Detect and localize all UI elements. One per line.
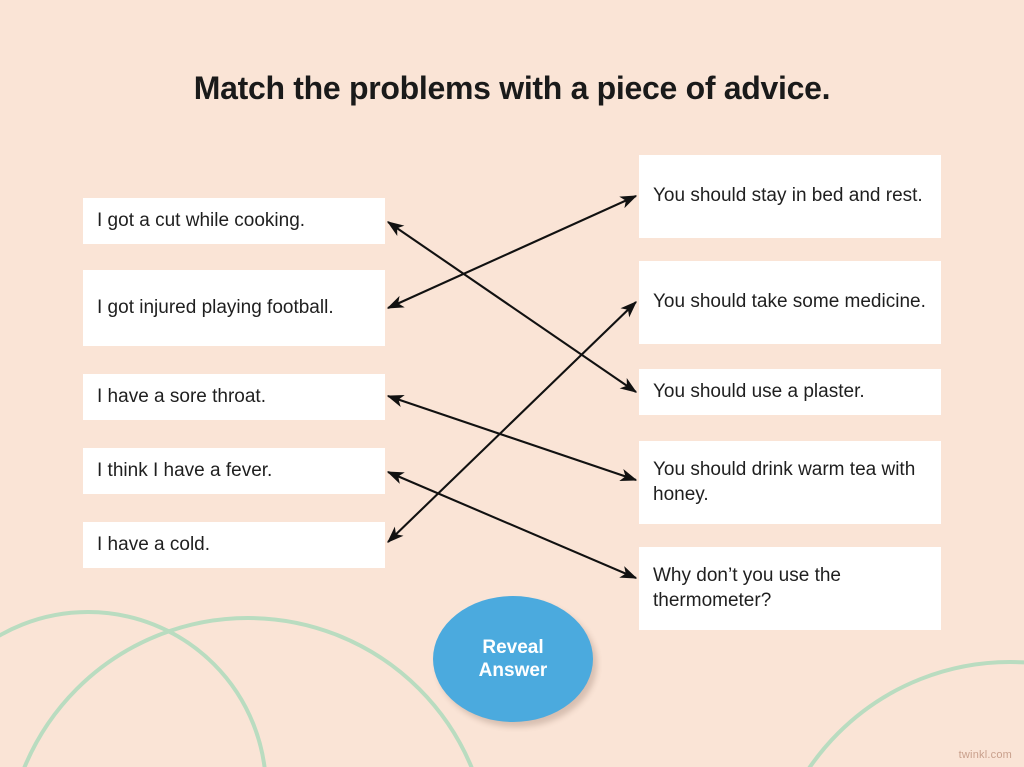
advice-card-3[interactable]: You should use a plaster.: [639, 369, 941, 415]
reveal-answer-button[interactable]: Reveal Answer: [433, 596, 593, 722]
reveal-answer-line-2: Answer: [478, 660, 548, 681]
problem-card-1-label: I got a cut while cooking.: [97, 209, 306, 231]
advice-card-4[interactable]: You should drink warm tea with honey.: [639, 441, 941, 524]
problem-card-4[interactable]: I think I have a fever.: [83, 448, 385, 494]
match-arrow-L1-to-R3: [386, 221, 638, 393]
problem-card-4-label: I think I have a fever.: [97, 459, 273, 481]
advice-card-5[interactable]: Why don’t you use the thermometer?: [639, 547, 941, 630]
problem-card-3[interactable]: I have a sore throat.: [83, 374, 385, 420]
problem-card-5[interactable]: I have a cold.: [83, 522, 385, 568]
reveal-answer-line-1: Reveal: [482, 636, 544, 658]
problem-card-2[interactable]: I got injured playing football.: [83, 270, 385, 346]
problem-card-3-label: I have a sore throat.: [97, 385, 266, 407]
problem-card-2-label: I got injured playing football.: [97, 296, 334, 318]
match-arrow-L4-to-R5: [386, 471, 638, 579]
advice-card-2[interactable]: You should take some medicine.: [639, 261, 941, 344]
watermark: twinkl.com: [958, 749, 1012, 761]
advice-card-4-label: You should drink warm tea with honey.: [653, 459, 916, 505]
advice-card-1[interactable]: You should stay in bed and rest.: [639, 155, 941, 238]
advice-card-1-label: You should stay in bed and rest.: [653, 185, 923, 207]
match-arrow-L2-to-R1: [386, 195, 638, 309]
page-title: Match the problems with a piece of advic…: [193, 70, 831, 106]
advice-card-2-label: You should take some medicine.: [653, 291, 926, 313]
match-arrow-L3-to-R4: [386, 395, 638, 481]
problem-card-5-label: I have a cold.: [97, 533, 211, 555]
problem-card-1[interactable]: I got a cut while cooking.: [83, 198, 385, 244]
match-arrow-L5-to-R2: [387, 301, 637, 543]
advice-card-5-label: Why don’t you use the thermometer?: [653, 565, 841, 611]
decor-circle-2: [22, 616, 474, 767]
decor-circle-1: [0, 610, 267, 767]
advice-card-3-label: You should use a plaster.: [653, 380, 865, 402]
